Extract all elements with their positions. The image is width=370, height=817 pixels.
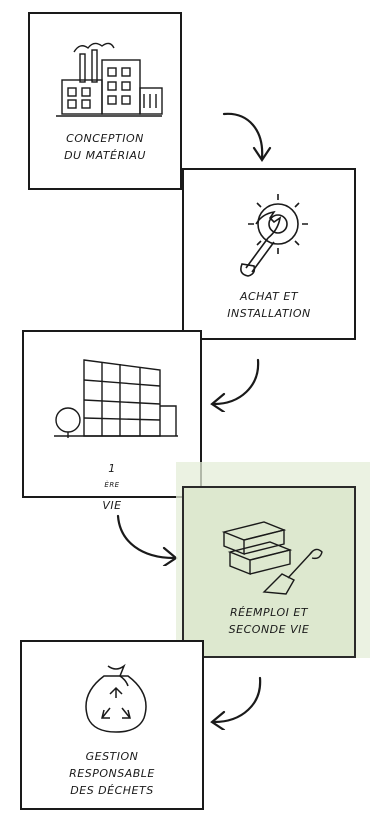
step-label: RÉEMPLOI ET SECONDE VIE	[228, 606, 310, 636]
bricks-trowel-icon	[221, 521, 323, 595]
building-icon	[54, 359, 178, 438]
step-label: ACHAT ET INSTALLATION	[227, 290, 311, 320]
arrow-icon	[210, 358, 260, 412]
factory-icon	[56, 42, 163, 117]
step-card-achat: ACHAT ET INSTALLATION	[182, 168, 356, 340]
step-card-conception: CONCEPTION DU MATÉRIAU	[28, 12, 182, 190]
step-label: GESTION RESPONSABLE DES DÉCHETS	[69, 750, 155, 797]
recycle-bag-icon	[85, 663, 147, 733]
step-card-gestion: GESTION RESPONSABLE DES DÉCHETS	[20, 640, 204, 810]
arrow-icon	[210, 676, 262, 730]
step-card-reemploi: RÉEMPLOI ET SECONDE VIE	[182, 486, 356, 658]
wrench-gear-icon	[240, 194, 308, 277]
arrow-icon	[116, 514, 178, 566]
step-label: CONCEPTION DU MATÉRIAU	[64, 132, 146, 162]
arrow-icon	[222, 112, 272, 162]
